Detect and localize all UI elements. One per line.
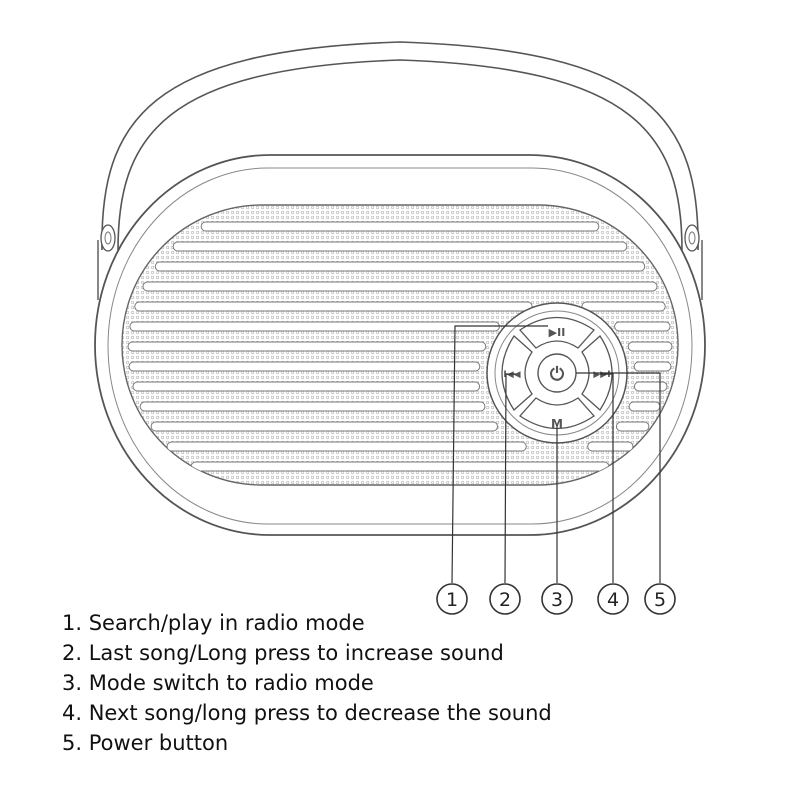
grille-slat <box>142 281 658 292</box>
svg-text:2: 2 <box>499 589 511 611</box>
grille-slat <box>150 421 499 432</box>
handle-strap <box>97 41 703 300</box>
grille-slat <box>166 441 527 452</box>
grille-slat <box>200 221 600 232</box>
grille-slat <box>581 301 666 312</box>
grille-slat <box>134 301 533 312</box>
legend-item-3: 3. Mode switch to radio mode <box>62 671 374 695</box>
callout-3: 3 <box>541 583 573 615</box>
grille-slat <box>190 461 610 472</box>
previous-button[interactable]: I◀◀ <box>501 335 533 411</box>
next-track-icon: ▶▶I <box>593 370 610 380</box>
grille-slat <box>172 241 628 252</box>
grille-slat <box>614 321 671 332</box>
grille-slat <box>154 261 646 272</box>
grille-slat <box>615 421 650 432</box>
legend-item-4: 4. Next song/long press to decrease the … <box>62 701 552 725</box>
play-pause-button[interactable]: ▶II <box>519 316 595 349</box>
grille-slat <box>627 341 673 352</box>
grille-slat <box>587 441 634 452</box>
svg-text:5: 5 <box>654 589 666 611</box>
legend-list: 1. Search/play in radio mode 2. Last son… <box>62 608 552 758</box>
legend-item-2: 2. Last song/Long press to increase soun… <box>62 641 504 665</box>
leader-line-4 <box>600 373 614 583</box>
power-icon: ⏻ <box>550 364 565 385</box>
grille-slat <box>127 341 487 352</box>
mode-button[interactable]: M <box>519 397 595 431</box>
grille-slat <box>132 381 481 392</box>
svg-text:3: 3 <box>551 589 563 611</box>
grille-slat <box>128 361 481 372</box>
legend-item-1: 1. Search/play in radio mode <box>62 611 365 635</box>
leader-lines <box>451 325 661 584</box>
grille-slat <box>129 321 500 332</box>
callout-2: 2 <box>489 583 521 615</box>
svg-text:4: 4 <box>607 589 619 611</box>
callout-5: 5 <box>644 583 676 615</box>
previous-track-icon: I◀◀ <box>503 370 520 380</box>
speaker-body-rim <box>107 167 693 525</box>
mode-icon: M <box>551 417 563 431</box>
svg-text:1: 1 <box>446 589 458 611</box>
callout-4: 4 <box>597 583 629 615</box>
legend-item-5: 5. Power button <box>62 731 229 755</box>
leader-line-1 <box>451 325 548 584</box>
strap-rivet-right <box>684 224 700 252</box>
grille-slat <box>633 381 668 392</box>
grille-slat <box>633 361 672 372</box>
strap-rivet-left <box>100 224 116 252</box>
grille-slat <box>628 401 661 412</box>
play-pause-icon: ▶II <box>549 326 566 339</box>
leader-line-5 <box>576 372 661 583</box>
grille-slat <box>139 401 486 412</box>
power-button[interactable]: ⏻ <box>537 353 577 393</box>
leader-line-2 <box>504 373 516 584</box>
callout-1: 1 <box>436 583 468 615</box>
